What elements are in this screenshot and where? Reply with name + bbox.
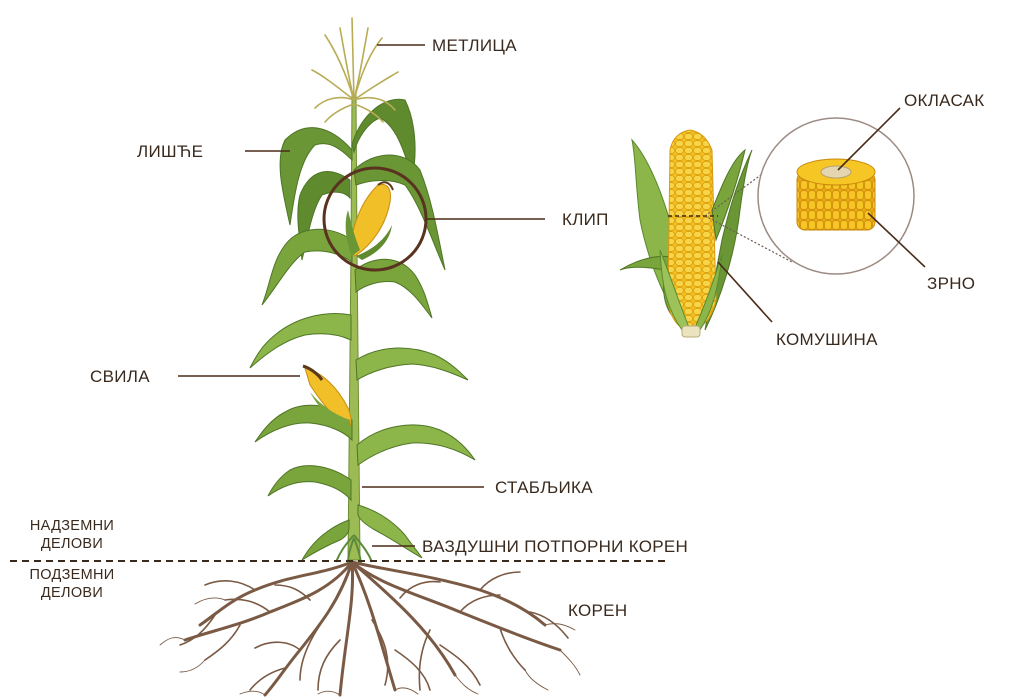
label-roots: КОРЕН <box>568 602 627 619</box>
label-husk: КОМУШИНА <box>776 331 878 348</box>
root-system <box>160 562 580 695</box>
label-prop-roots: ВАЗДУШНИ ПОТПОРНИ КОРЕН <box>422 538 688 555</box>
label-below-ground: ПОДЗЕМНИ ДЕЛОВИ <box>12 566 132 602</box>
label-cob: ОКЛАСАК <box>904 92 985 109</box>
label-silk: СВИЛА <box>90 368 150 385</box>
label-tassel: МЕТЛИЦА <box>432 37 517 54</box>
label-kernel: ЗРНО <box>927 275 975 292</box>
label-above-ground: НАДЗЕМНИ ДЕЛОВИ <box>12 517 132 553</box>
label-stalk: СТАБЉИКА <box>495 479 593 496</box>
label-ear: КЛИП <box>562 211 609 228</box>
label-leaves: ЛИШЋЕ <box>137 143 203 160</box>
cob-cross-section <box>797 159 875 230</box>
corn-cob-illustration <box>620 130 752 337</box>
